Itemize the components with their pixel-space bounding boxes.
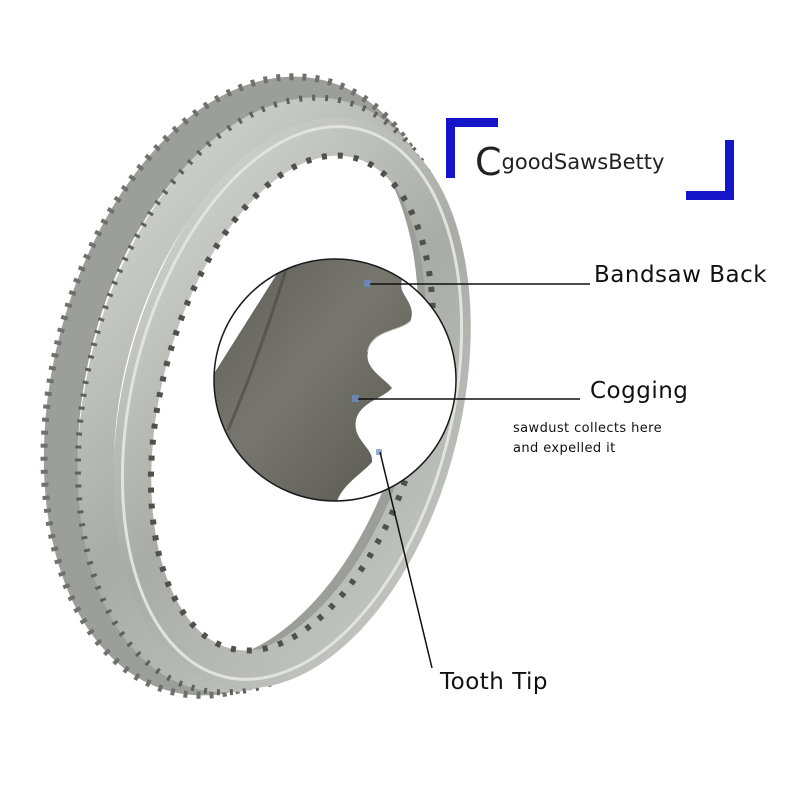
marker-bandsaw-back — [364, 280, 371, 287]
cog-tooth-upper — [367, 321, 411, 353]
blade-loop-front-highlight — [120, 125, 464, 681]
cogging-note: sawdust collects here and expelled it — [513, 419, 662, 459]
brand-initial: C — [475, 140, 502, 184]
magnifier-inset — [213, 258, 457, 502]
brand-logo-frame — [446, 118, 734, 200]
label-cogging: Cogging — [590, 378, 689, 404]
brand-name: goodSawsBetty — [501, 150, 665, 174]
leader-tooth-tip — [379, 451, 433, 669]
blade-back-edge — [226, 259, 294, 431]
brand-logo-text: CgoodSawsBetty — [475, 140, 664, 184]
marker-tooth-tip — [376, 449, 382, 455]
brand-corner-top-left — [446, 118, 498, 178]
label-tooth-tip: Tooth Tip — [440, 669, 549, 695]
cogging-note-line1: sawdust collects here — [513, 421, 663, 436]
cogging-note-line2: and expelled it — [513, 441, 616, 456]
brand-corner-bottom-right — [686, 140, 734, 200]
magnified-blade-metal — [214, 259, 425, 501]
label-bandsaw-back: Bandsaw Back — [594, 262, 768, 288]
marker-cogging — [352, 395, 359, 402]
